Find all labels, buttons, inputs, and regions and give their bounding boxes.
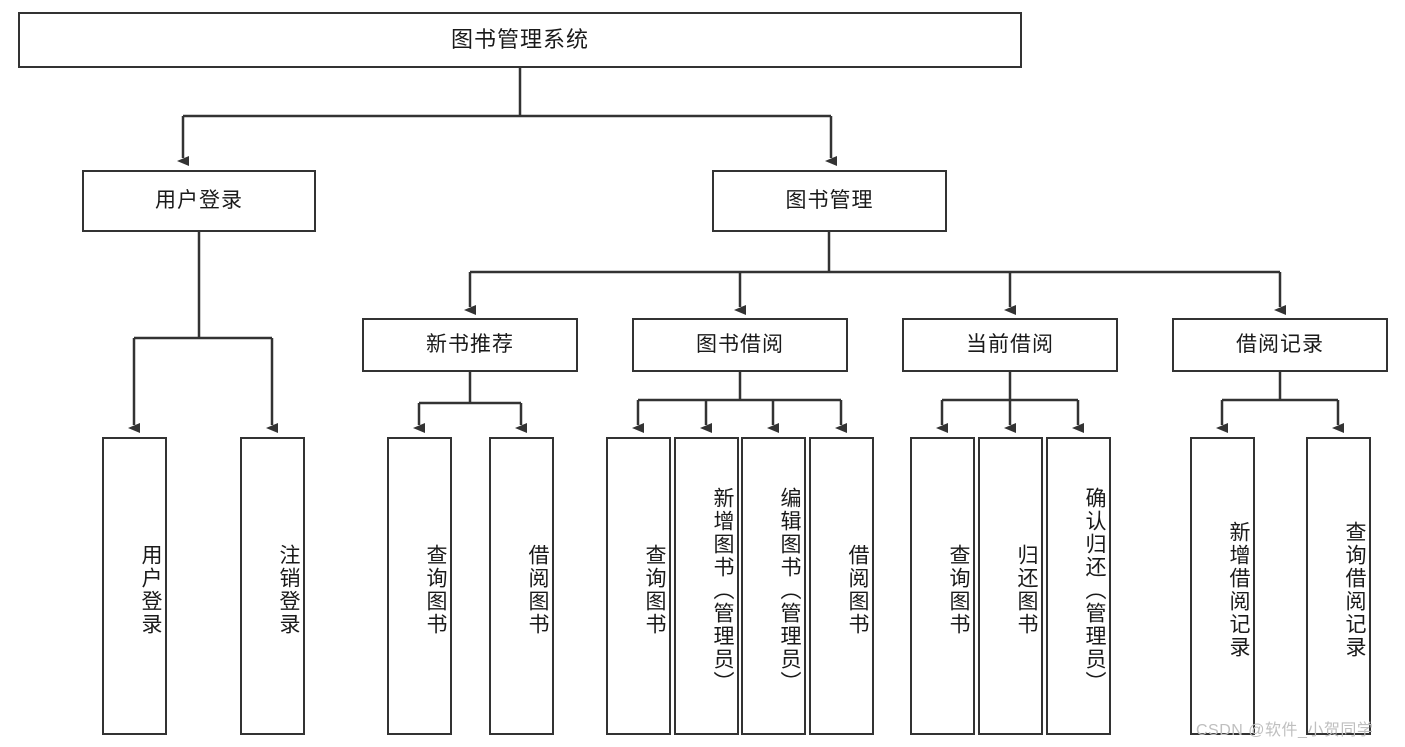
node-label: 查询图书 (643, 544, 666, 636)
leaf-add-borrow-record[interactable]: 新增借阅记录 (1190, 437, 1255, 735)
leaf-search-book-current[interactable]: 查询图书 (910, 437, 975, 735)
node-label: 借阅记录 (1236, 333, 1324, 357)
node-label: 新增图书（管理员） (711, 486, 734, 694)
node-label: 确认归还（管理员） (1083, 486, 1106, 694)
leaf-edit-book-admin[interactable]: 编辑图书（管理员） (741, 437, 806, 735)
watermark-text: CSDN @软件_小贺同学 (1196, 722, 1374, 739)
node-label: 图书管理系统 (450, 26, 589, 52)
node-label: 用户登录 (139, 544, 162, 636)
node-label: 注销登录 (277, 544, 300, 636)
node-label: 当前借阅 (966, 333, 1054, 357)
node-label: 图书管理 (785, 189, 874, 213)
node-label: 新增借阅记录 (1227, 521, 1250, 659)
leaf-search-borrow-record[interactable]: 查询借阅记录 (1306, 437, 1371, 735)
leaf-search-book[interactable]: 查询图书 (606, 437, 671, 735)
node-label: 查询图书 (947, 544, 970, 636)
node-label: 查询借阅记录 (1343, 521, 1366, 659)
node-label: 归还图书 (1015, 544, 1038, 636)
node-label: 用户登录 (155, 189, 243, 213)
node-label: 查询图书 (424, 544, 447, 636)
leaf-confirm-return-admin[interactable]: 确认归还（管理员） (1046, 437, 1111, 735)
leaf-return-book[interactable]: 归还图书 (978, 437, 1043, 735)
leaf-user-login[interactable]: 用户登录 (102, 437, 167, 735)
leaf-logout[interactable]: 注销登录 (240, 437, 305, 735)
leaf-borrow-book-new[interactable]: 借阅图书 (489, 437, 554, 735)
node-label: 新书推荐 (426, 333, 514, 357)
leaf-borrow-book[interactable]: 借阅图书 (809, 437, 874, 735)
node-borrow-record[interactable]: 借阅记录 (1172, 318, 1388, 372)
node-new-book-recommend[interactable]: 新书推荐 (362, 318, 578, 372)
node-label: 借阅图书 (846, 544, 869, 636)
node-book-borrow[interactable]: 图书借阅 (632, 318, 848, 372)
leaf-add-book-admin[interactable]: 新增图书（管理员） (674, 437, 739, 735)
leaf-search-book-new[interactable]: 查询图书 (387, 437, 452, 735)
node-book-management[interactable]: 图书管理 (712, 170, 947, 232)
node-root-system[interactable]: 图书管理系统 (18, 12, 1022, 68)
node-label: 借阅图书 (526, 544, 549, 636)
node-label: 图书借阅 (696, 333, 784, 357)
node-current-borrow[interactable]: 当前借阅 (902, 318, 1118, 372)
node-user-login[interactable]: 用户登录 (82, 170, 316, 232)
node-label: 编辑图书（管理员） (778, 486, 801, 694)
